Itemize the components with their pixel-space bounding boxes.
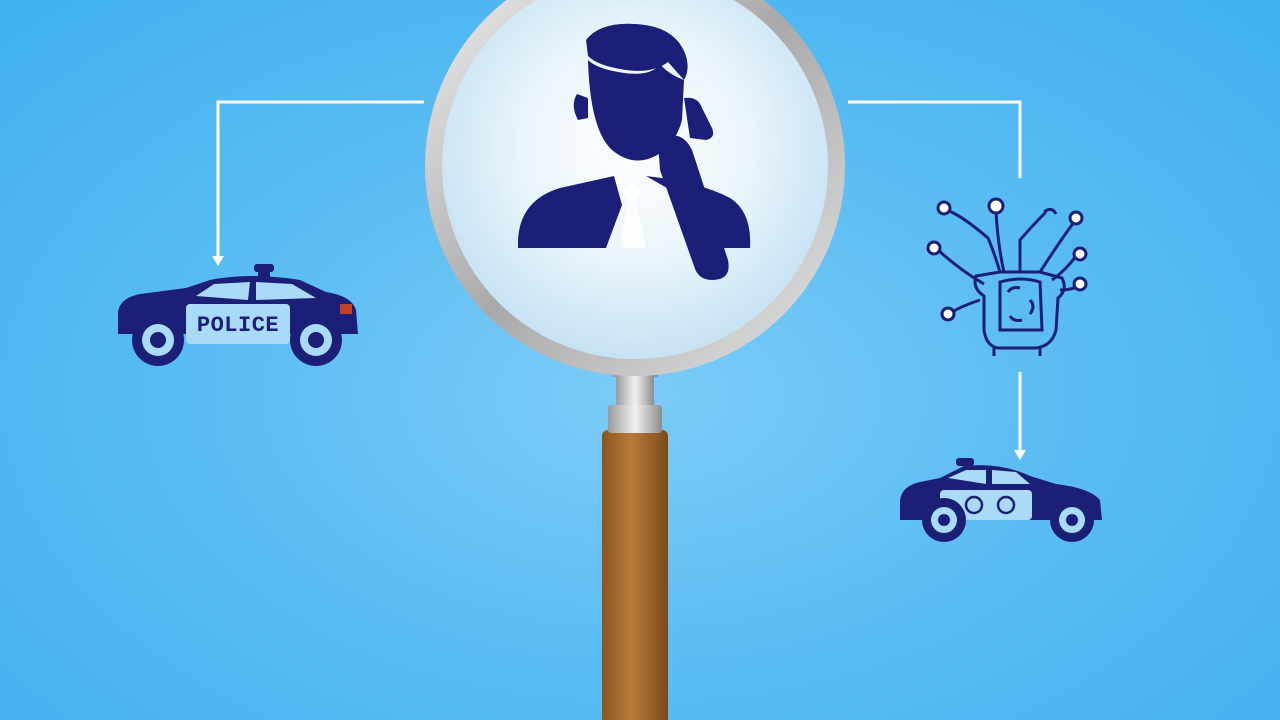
connector-network-to-car bbox=[1014, 372, 1026, 460]
connector-left bbox=[212, 100, 424, 266]
police-car-icon bbox=[900, 458, 1102, 542]
arrow-down-icon bbox=[212, 256, 224, 266]
detective-person-icon bbox=[518, 23, 751, 280]
police-car-door-label: POLICE bbox=[197, 313, 279, 338]
arrow-down-icon bbox=[1014, 450, 1026, 460]
connector-right bbox=[848, 100, 1022, 178]
magnifier-lens bbox=[442, 0, 828, 359]
police-car-icon: POLICE bbox=[118, 264, 358, 366]
magnifier-handle bbox=[602, 430, 668, 720]
neural-network-brain-icon bbox=[936, 207, 1079, 356]
neural-network-nodes bbox=[926, 197, 1088, 322]
